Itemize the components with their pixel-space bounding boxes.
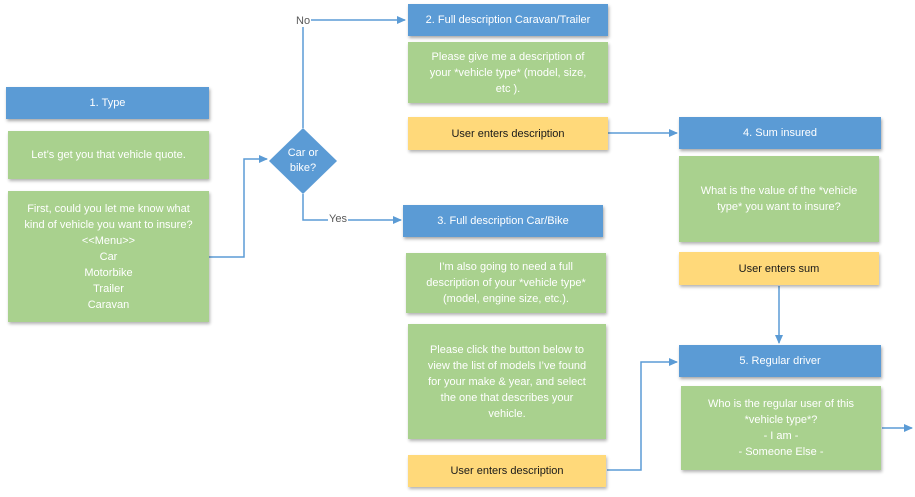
node-quote-message: Let’s get you that vehicle quote.: [8, 131, 209, 179]
connector-car-to-driver: [607, 358, 678, 471]
node-car-title: 3. Full description Car/Bike: [403, 205, 603, 237]
node-caravan-prompt: Please give me a description of your *ve…: [408, 42, 608, 103]
edge-label-no: No: [295, 15, 312, 27]
node-car-prompt: I’m also going to need a full descriptio…: [406, 253, 606, 313]
node-sum-prompt: What is the value of the *vehicle type* …: [679, 156, 879, 242]
node-vehicle-menu: First, could you let me know what kind o…: [8, 191, 209, 322]
connector-menu-to-decision: [209, 155, 268, 258]
node-car-models: Please click the button below to view th…: [408, 324, 606, 439]
node-caravan-input: User enters description: [408, 117, 608, 150]
node-car-input: User enters description: [408, 455, 606, 487]
decision-label: Car or bike?: [287, 147, 319, 174]
node-sum-input: User enters sum: [679, 252, 879, 285]
node-sum-title: 4. Sum insured: [679, 117, 881, 149]
node-driver-prompt: Who is the regular user of this *vehicle…: [681, 386, 881, 470]
decision-diamond: [269, 128, 337, 194]
node-driver-title: 5. Regular driver: [679, 345, 881, 377]
edge-label-yes: Yes: [328, 213, 348, 225]
node-type-title: 1. Type: [6, 87, 209, 119]
connector-decision-yes: [302, 194, 402, 224]
connector-decision-no: [302, 16, 406, 128]
node-caravan-title: 2. Full description Caravan/Trailer: [408, 4, 608, 36]
